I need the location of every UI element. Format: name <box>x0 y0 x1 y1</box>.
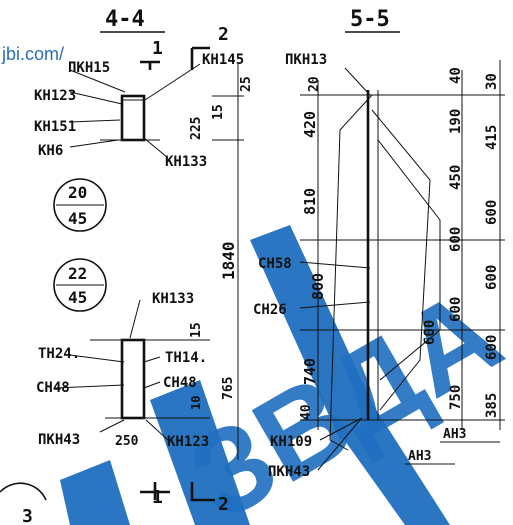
callout-pkn13: ПКН13 <box>285 52 327 68</box>
left-dim-740: 740 <box>301 358 319 385</box>
dim-10: 10 <box>189 396 203 410</box>
callout-kn6: КН6 <box>38 143 63 159</box>
mid-dim-40: 40 <box>448 67 464 84</box>
callout-pkn43-b: ПКН43 <box>268 464 310 480</box>
corner-ref-3: 3 <box>22 506 33 525</box>
callout-kn133: КН133 <box>165 154 207 170</box>
dim-25: 25 <box>239 76 254 92</box>
cut-label-2: 2 <box>218 24 229 45</box>
ref-top-22: 22 <box>68 264 87 283</box>
callout-pkn15: ПКН15 <box>68 60 110 76</box>
right-dim-600: 600 <box>484 200 500 225</box>
mid-dim-190: 190 <box>448 109 464 134</box>
left-dim-800: 800 <box>309 273 327 300</box>
left-dim-20: 20 <box>307 76 322 92</box>
right-dim-30: 30 <box>484 73 500 90</box>
right-dim-385: 385 <box>484 393 500 418</box>
callout-kn151: КН151 <box>34 119 76 135</box>
mid-dim-600: 600 <box>448 227 464 252</box>
mid-dim-600-b: 600 <box>448 297 464 322</box>
callout-pkn43: ПКН43 <box>38 432 80 448</box>
bottom-cut-1: 1 <box>152 487 163 508</box>
section-5-title: 5-5 <box>350 7 390 32</box>
callout-an3-b: АН3 <box>408 449 431 464</box>
mid-dim-600-c: 600 <box>422 320 438 345</box>
right-dim-415: 415 <box>484 125 500 150</box>
dim-225: 225 <box>189 117 204 140</box>
dim-15-b: 15 <box>189 322 204 338</box>
mid-dim-450: 450 <box>448 165 464 190</box>
section-4-title: 4-4 <box>105 7 145 32</box>
cut-label-1: 1 <box>152 38 163 59</box>
height-dim-1840: 1840 <box>219 241 238 280</box>
left-dim-420: 420 <box>301 111 319 138</box>
callout-cn58: СН58 <box>258 256 292 272</box>
left-dim-810: 810 <box>301 188 319 215</box>
callout-kn123: КН123 <box>34 88 76 104</box>
watermark-stripes <box>60 225 450 525</box>
bottom-cut-2: 2 <box>218 494 229 515</box>
dim-765: 765 <box>221 377 236 400</box>
callout-cn26: СН26 <box>253 302 287 318</box>
callout-kn133-b: КН133 <box>152 291 194 307</box>
callout-kn109: КН109 <box>270 434 312 450</box>
callout-tn14: ТН14. <box>165 350 207 366</box>
ref-bottom-45-b: 45 <box>68 288 87 307</box>
watermark-url: jbi.com/ <box>1 44 64 64</box>
ref-top-20: 20 <box>68 183 87 202</box>
dim-250: 250 <box>115 434 139 449</box>
right-dim-600-c: 600 <box>484 335 500 360</box>
callout-kn123-b: КН123 <box>167 434 209 450</box>
left-dim-40: 40 <box>299 404 314 420</box>
mid-dim-750: 750 <box>448 385 464 410</box>
callout-cn48-b: СН48 <box>163 375 197 391</box>
callout-an3: АН3 <box>443 427 466 442</box>
ref-bottom-45: 45 <box>68 209 87 228</box>
callout-kn145: КН145 <box>202 52 244 68</box>
callout-cn48: СН48 <box>36 380 70 396</box>
dim-15: 15 <box>211 104 226 120</box>
right-dim-600-b: 600 <box>484 265 500 290</box>
callout-tn24: ТН24. <box>38 346 80 362</box>
